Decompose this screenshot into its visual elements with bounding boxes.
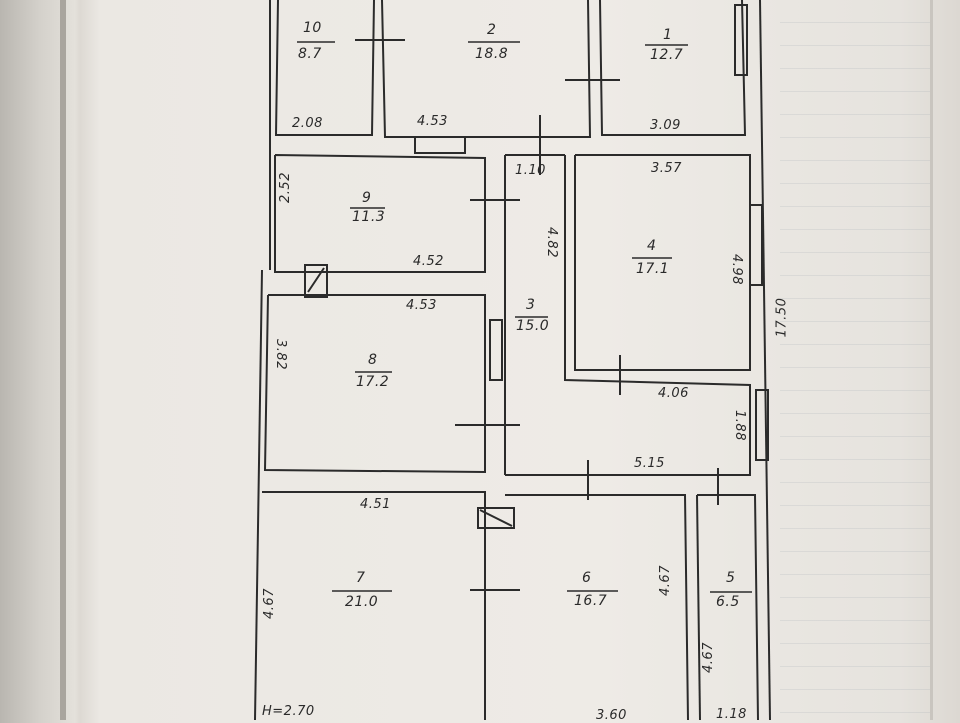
notebook-binding	[60, 0, 66, 720]
room-10-number: 10	[303, 20, 322, 36]
dim-room9-depth: 2.52	[277, 172, 293, 203]
room-5-area: 6.5	[716, 594, 740, 610]
dim-room4-bottom: 4.06	[658, 386, 689, 401]
room-2-area: 18.8	[475, 46, 509, 62]
dim-hall-depth: 1.88	[731, 410, 747, 441]
room-7-number: 7	[356, 570, 366, 586]
page-edge	[930, 0, 933, 720]
dim-room5-depth: 4.67	[700, 642, 716, 673]
room-10-area: 8.7	[298, 46, 322, 62]
dim-room7-width: 4.51	[360, 497, 391, 512]
dim-room1-width: 3.09	[650, 118, 681, 133]
room-2-number: 2	[487, 22, 497, 38]
room-6-area: 16.7	[574, 593, 608, 609]
room-5-number: 5	[726, 570, 736, 586]
dim-hall-width: 5.15	[634, 456, 665, 471]
room-7-area: 21.0	[345, 594, 379, 610]
dim-room6-depth: 4.67	[657, 565, 673, 596]
dim-room6-width: 3.60	[596, 708, 627, 723]
dim-room8-width: 4.53	[406, 298, 437, 313]
room-4-area: 17.1	[636, 261, 670, 277]
room-8-area: 17.2	[356, 374, 390, 390]
room-9-area: 11.3	[352, 209, 386, 225]
dim-room9-width: 4.52	[413, 254, 444, 269]
dim-total-length: 17.50	[774, 297, 790, 338]
dim-room4-depth: 4.98	[728, 254, 744, 285]
dim-room4-width: 3.57	[651, 161, 682, 176]
dim-ceiling-height: H=2.70	[262, 704, 315, 719]
dim-corridor-width: 1.10	[515, 163, 546, 178]
dim-room7-depth: 4.67	[261, 588, 277, 619]
dim-room2-width: 4.53	[417, 114, 448, 129]
room-1-number: 1	[663, 27, 673, 43]
ruled-paper	[780, 0, 930, 720]
room-6-number: 6	[582, 570, 592, 586]
dim-room10-width: 2.08	[292, 116, 323, 131]
room-1-area: 12.7	[650, 47, 684, 63]
room-4-number: 4	[647, 238, 657, 254]
dim-room8-depth: 3.82	[272, 339, 288, 370]
dim-room5-width: 1.18	[716, 707, 747, 722]
dim-corridor-length: 4.82	[543, 227, 559, 258]
room-3-area: 15.0	[516, 318, 550, 334]
room-3-number: 3	[526, 297, 536, 313]
room-8-number: 8	[368, 352, 378, 368]
room-9-number: 9	[362, 190, 372, 206]
